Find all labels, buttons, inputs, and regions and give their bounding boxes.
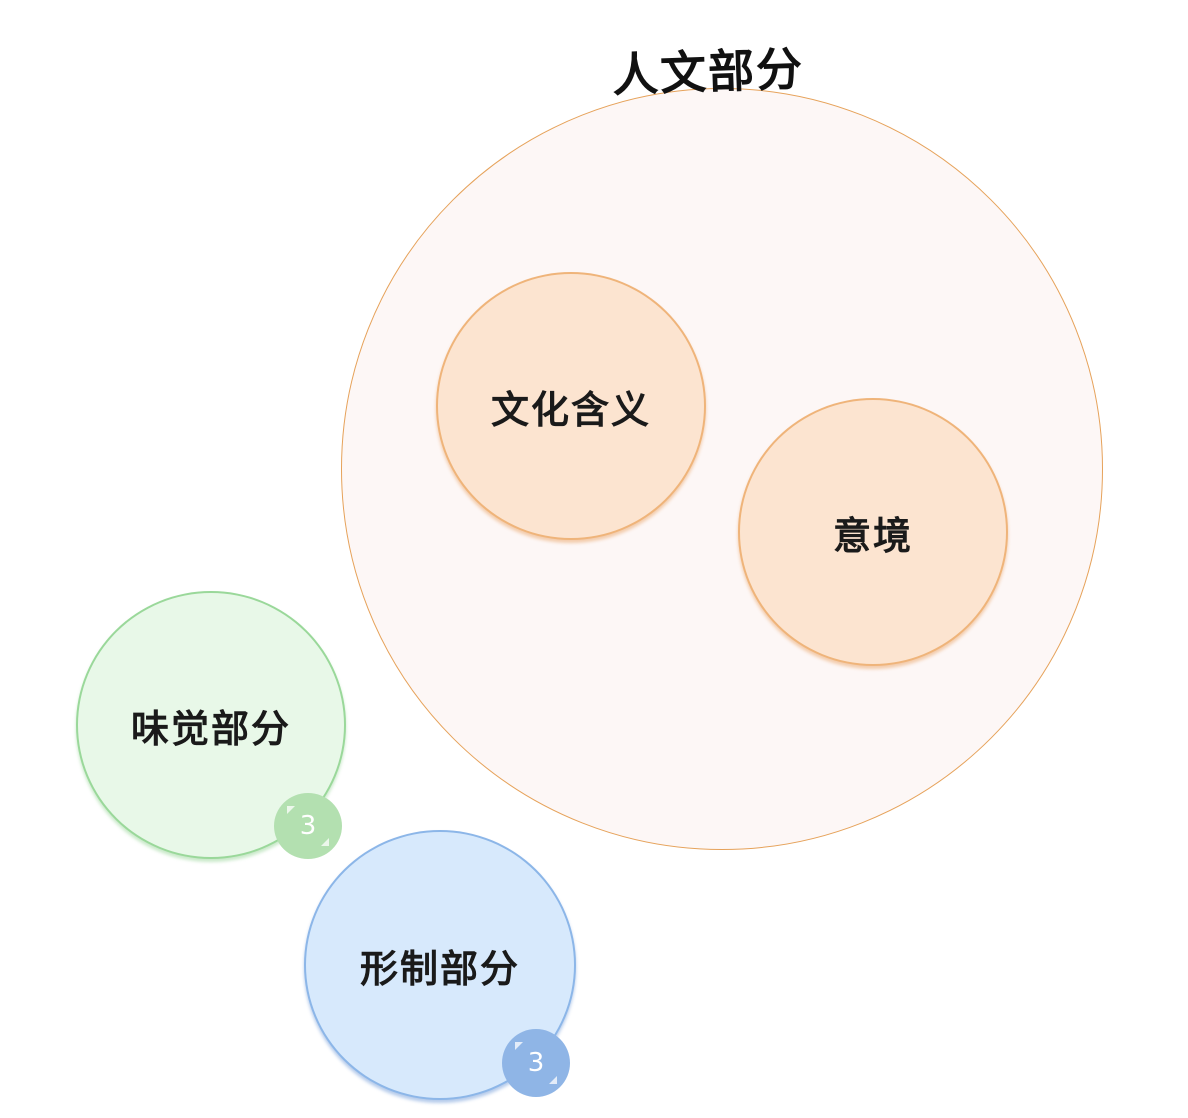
form-badge-number: 3 — [527, 1048, 545, 1078]
artistic-conception-label: 意境 — [832, 512, 913, 558]
humanities-title: 人文部分 — [611, 41, 805, 103]
taste-label: 味觉部分 — [130, 705, 291, 751]
form-badge: 3 — [502, 1029, 570, 1097]
taste-badge: 3 — [274, 793, 342, 859]
taste-circle: 味觉部分 — [76, 591, 346, 859]
cultural-meaning-circle: 文化含义 — [436, 272, 706, 540]
triangle-icon — [287, 806, 295, 814]
triangle-icon — [515, 1042, 523, 1050]
artistic-conception-circle: 意境 — [738, 398, 1008, 666]
cultural-meaning-label: 文化含义 — [490, 386, 651, 432]
form-label: 形制部分 — [359, 945, 520, 991]
taste-badge-number: 3 — [299, 811, 317, 841]
triangle-icon — [321, 838, 329, 846]
triangle-icon — [549, 1076, 557, 1084]
